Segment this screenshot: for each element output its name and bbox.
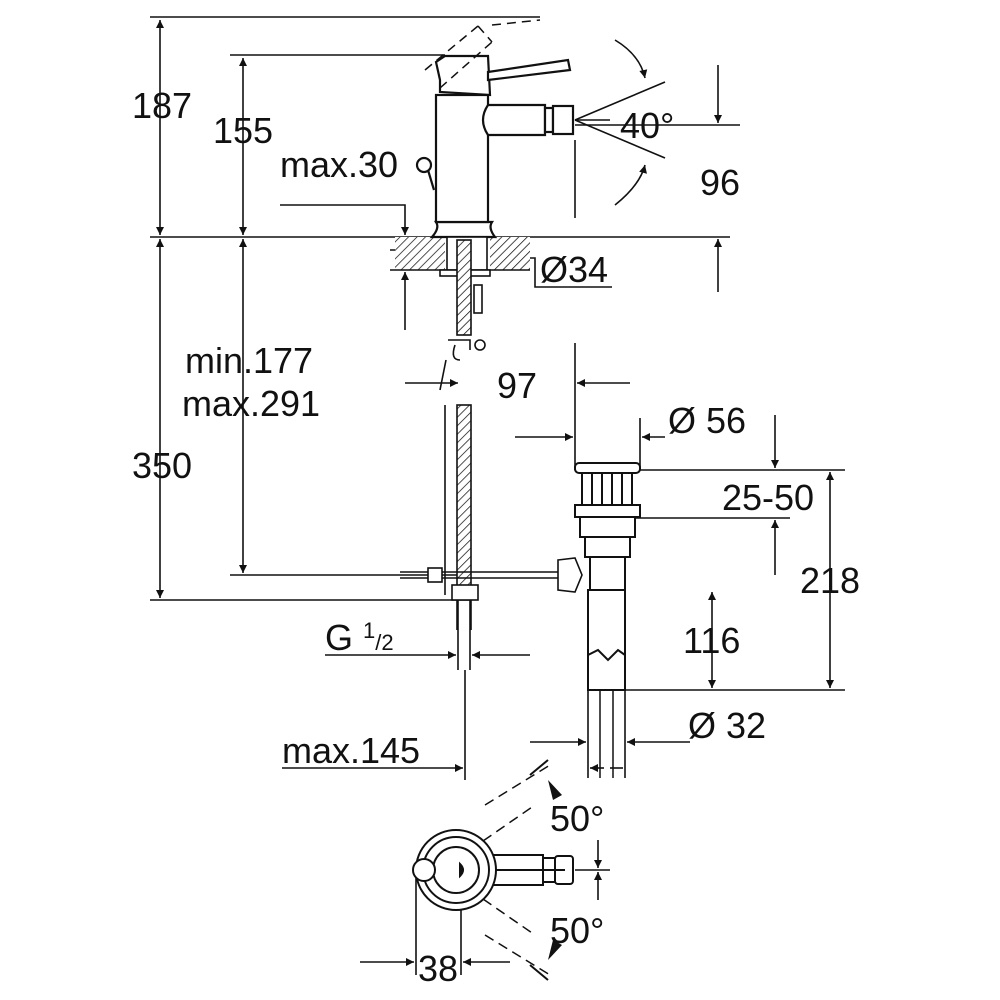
dimension-lines (156, 20, 834, 966)
pop-up-drain (574, 462, 641, 778)
dim-d34: Ø34 (540, 249, 609, 290)
top-view (412, 759, 574, 981)
dim-25-50: 25-50 (722, 477, 815, 518)
dim-50deg-top: 50° (550, 798, 605, 839)
dim-218: 218 (800, 560, 861, 601)
dim-40deg: 40° (620, 105, 675, 146)
extension-lines (150, 16, 845, 975)
dim-d56: Ø 56 (668, 400, 747, 441)
dim-max145: max.145 (282, 730, 421, 771)
faucet-body (415, 19, 575, 239)
dim-max291: max.291 (182, 383, 321, 424)
dim-g-half: G 1/2 (325, 620, 394, 656)
dim-187: 187 (132, 85, 193, 126)
dim-38: 38 (418, 948, 459, 989)
dim-116: 116 (683, 620, 741, 661)
g-sub: /2 (375, 630, 394, 655)
g-sup: 1 (363, 618, 376, 643)
spray-angle-lines (574, 39, 666, 206)
dim-d32: Ø 32 (688, 705, 767, 746)
dim-50deg-bottom: 50° (550, 910, 605, 951)
g-label: G (325, 617, 354, 658)
dim-97: 97 (497, 365, 538, 406)
dim-min177: min.177 (185, 340, 314, 381)
deck-section (390, 237, 530, 271)
dim-350: 350 (132, 445, 193, 486)
dim-155: 155 (213, 110, 274, 151)
dim-max30: max.30 (280, 144, 399, 185)
dim-96: 96 (700, 162, 741, 203)
shank-and-hose (400, 236, 583, 630)
